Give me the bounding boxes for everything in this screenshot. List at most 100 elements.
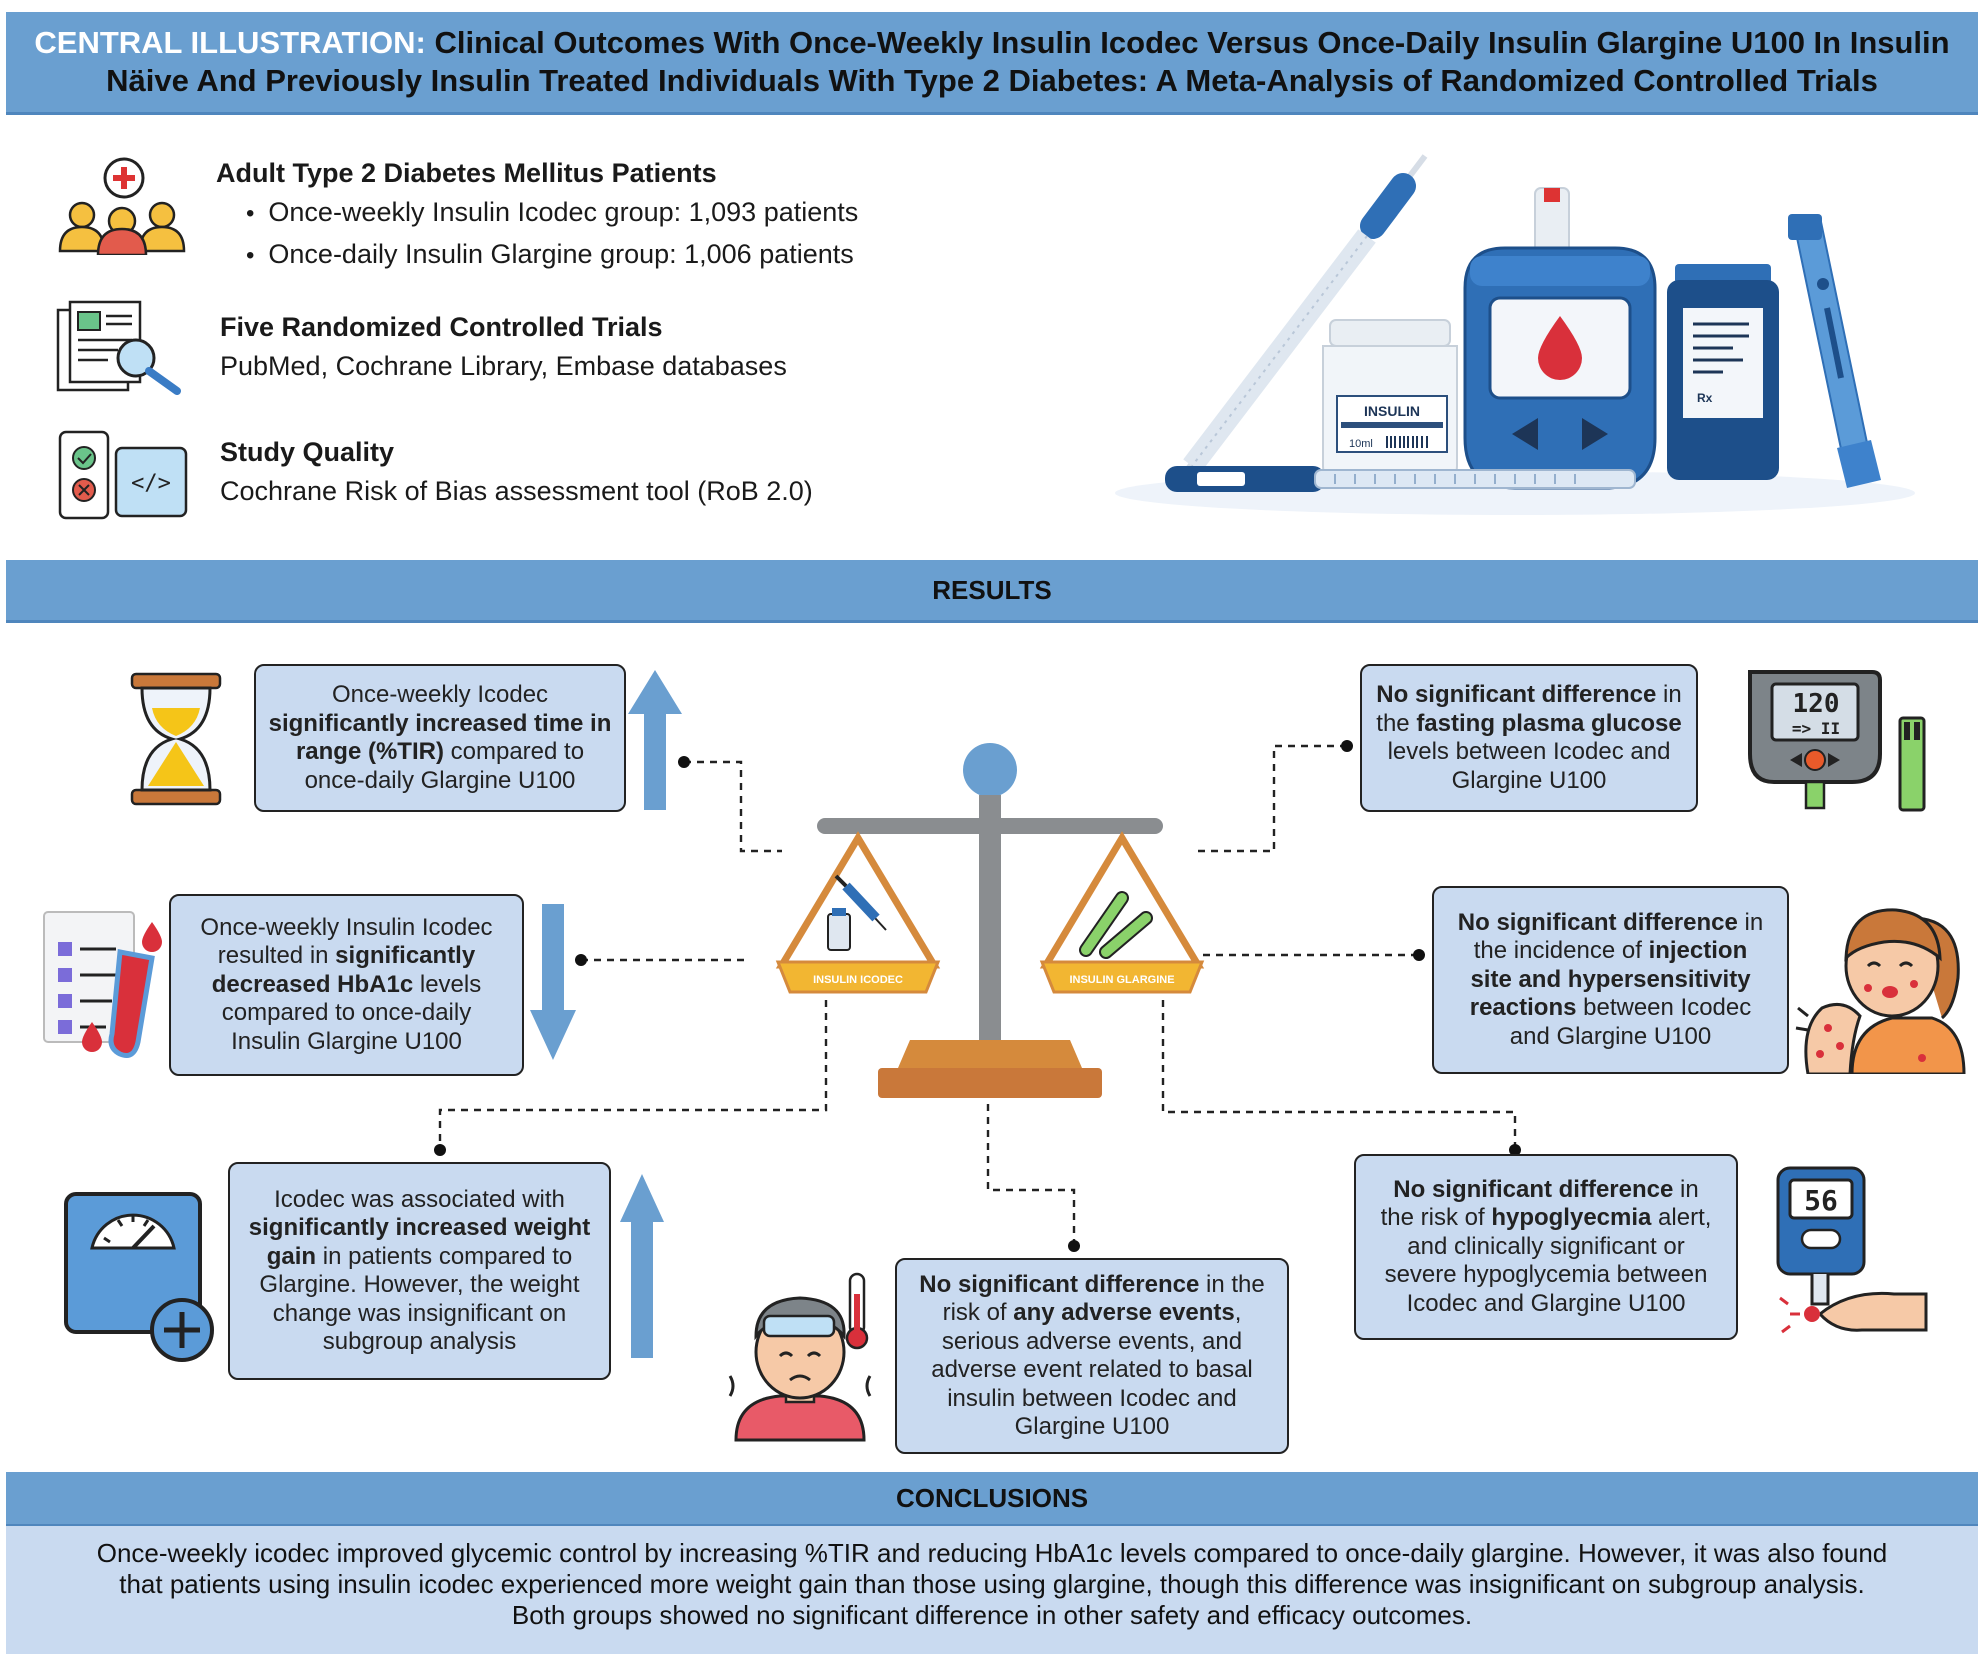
scale-top-knob	[963, 743, 1017, 797]
adverse-line4: adverse event related to basal	[931, 1356, 1253, 1383]
connector-dot-fpg	[1341, 740, 1353, 752]
quality-tool: Cochrane Risk of Bias assessment tool (R…	[220, 476, 813, 506]
injection-bold1: No significant difference	[1457, 908, 1738, 936]
balance-scale: INSULIN ICODEC INSULIN GLARGINE	[775, 743, 1205, 1098]
glucometer-symbols: => II	[1792, 719, 1840, 738]
hba1c-bold2: significantly	[335, 942, 476, 970]
weight-line5: change was insignificant on	[272, 1299, 567, 1327]
header-banner: CENTRAL ILLUSTRATION: Clinical Outcomes …	[6, 12, 1978, 115]
adverse-text2b: ,	[1234, 1299, 1242, 1326]
tir-line1: Once-weekly Icodec	[331, 681, 549, 708]
up-arrow-weight	[620, 1174, 664, 1358]
hypo-bold1: No significant difference	[1393, 1175, 1674, 1203]
injection-text4: between Icodec	[1576, 994, 1752, 1022]
hba1c-text3: levels	[413, 970, 482, 998]
hourglass-icon	[130, 672, 222, 806]
results-heading: RESULTS	[6, 560, 1978, 623]
vial-volume: 10ml	[1349, 438, 1373, 450]
population-block: Adult Type 2 Diabetes Mellitus Patients …	[216, 154, 858, 276]
injection-result-box: No significant difference in the inciden…	[1432, 886, 1789, 1074]
scale-base	[878, 1068, 1102, 1098]
tir-bold2: range (%TIR)	[295, 738, 444, 765]
fpg-bold2: fasting plasma glucose	[1416, 709, 1682, 737]
hypo-line5: Icodec and Glargine U100	[1406, 1289, 1686, 1317]
hba1c-line4: compared to once-daily	[221, 999, 472, 1027]
connector-weight	[438, 1000, 828, 1148]
hba1c-line5: Insulin Glargine U100	[231, 1027, 462, 1055]
insulin-vial-icon: INSULIN 10ml	[1322, 319, 1458, 481]
connector-dot-hba1c	[575, 954, 587, 966]
quality-title: Study Quality	[220, 437, 395, 467]
weight-result-box: Icodec was associated with significantly…	[228, 1162, 611, 1380]
weight-text3: in patients compared to	[316, 1242, 573, 1270]
scale-right-label: INSULIN GLARGINE	[1069, 974, 1174, 986]
adverse-line5: insulin between Icodec and	[947, 1384, 1237, 1412]
fpg-text2: the	[1376, 709, 1417, 737]
syringe-icon	[1172, 154, 1428, 488]
injection-text2: the incidence of	[1473, 937, 1649, 965]
weight-bold3: gain	[266, 1242, 317, 1270]
connector-dot-hypo	[1509, 1144, 1521, 1156]
glucose-meter-finger-icon: 56	[1776, 1166, 1928, 1334]
tir-text2: compared to	[443, 738, 585, 765]
central-illustration-label: CENTRAL ILLUSTRATION:	[34, 25, 426, 60]
connector-tir	[684, 760, 782, 853]
fpg-line4: Glargine U100	[1451, 766, 1607, 794]
conclusion-line-1: Once-weekly icodec improved glycemic con…	[96, 1538, 1888, 1568]
insulin-pens-icon	[1079, 891, 1153, 959]
hypoglycemia-result-box: No significant difference in the risk of…	[1354, 1154, 1738, 1340]
study-quality-icon: </>	[58, 430, 188, 520]
up-arrow-tir	[628, 670, 682, 810]
tir-result-box: Once-weekly Icodec significantly increas…	[254, 664, 626, 812]
insulin-pen-lying-icon	[1165, 466, 1636, 492]
weight-scale-icon	[64, 1192, 214, 1362]
connector-dot-injection	[1413, 949, 1425, 961]
meter-reading: 56	[1804, 1184, 1838, 1217]
lab-report-blood-icon	[43, 911, 162, 1058]
connector-dot-adverse	[1068, 1240, 1080, 1252]
adverse-line6: Glargine U100	[1014, 1413, 1170, 1440]
injection-bold2: injection	[1648, 937, 1748, 965]
adverse-text2: risk of	[942, 1299, 1014, 1326]
glargine-group-count: Once-daily Insulin Glargine group: 1,006…	[246, 234, 858, 276]
glucometer-reading: 120	[1793, 689, 1840, 719]
icodec-group-count: Once-weekly Insulin Icodec group: 1,093 …	[246, 192, 858, 234]
tir-line4: once-daily Glargine U100	[304, 766, 576, 794]
conclusions-box: Once-weekly icodec improved glycemic con…	[6, 1526, 1978, 1654]
fpg-text1: in	[1656, 681, 1682, 708]
fpg-bold1: No significant difference	[1376, 681, 1657, 708]
hypo-text2b: alert,	[1651, 1204, 1712, 1232]
hba1c-text2: resulted in	[217, 942, 336, 970]
connector-hypo	[1161, 1000, 1517, 1148]
hypo-line3: and clinically significant or	[1407, 1232, 1685, 1260]
population-title: Adult Type 2 Diabetes Mellitus Patients	[216, 158, 717, 188]
injection-text1: in	[1737, 908, 1764, 936]
conclusion-line-2: that patients using insulin icodec exper…	[119, 1569, 1865, 1599]
trials-title: Five Randomized Controlled Trials	[220, 312, 663, 342]
trials-databases: PubMed, Cochrane Library, Embase databas…	[220, 351, 787, 381]
down-arrow-hba1c	[530, 904, 576, 1060]
adverse-line3: serious adverse events, and	[941, 1327, 1243, 1355]
scale-pole	[979, 795, 1001, 1095]
connector-dot-tir	[678, 756, 690, 768]
glucometer-icon: 120 => II	[1748, 670, 1926, 812]
insulin-pen-standing-icon	[1788, 214, 1881, 488]
medicine-jar-icon: Rx	[1667, 264, 1779, 480]
population-bullets: Once-weekly Insulin Icodec group: 1,093 …	[216, 192, 858, 276]
injection-line5: and Glargine U100	[1509, 1022, 1712, 1050]
scale-left-pan: INSULIN ICODEC	[775, 831, 941, 994]
injection-bold3: site and hypersensitivity	[1470, 965, 1751, 993]
tir-bold1: significantly increased time in	[268, 709, 612, 737]
title-line-1: CENTRAL ILLUSTRATION: Clinical Outcomes …	[6, 12, 1978, 62]
hba1c-line1: Once-weekly Insulin Icodec	[200, 913, 493, 941]
title-line-2: Näive And Previously Insulin Treated Ind…	[106, 63, 1878, 98]
weight-line6: subgroup analysis	[322, 1328, 517, 1355]
hypo-text2: the risk of	[1380, 1204, 1492, 1232]
patients-group-icon	[58, 157, 186, 255]
connector-dot-weight	[434, 1144, 446, 1156]
research-documents-icon	[56, 300, 181, 395]
hypo-bold2: hypoglyecmia	[1491, 1204, 1652, 1232]
connector-fpg	[1198, 744, 1346, 853]
jar-label: Rx	[1697, 391, 1713, 405]
insulin-syringe-vial-icon	[827, 874, 887, 951]
